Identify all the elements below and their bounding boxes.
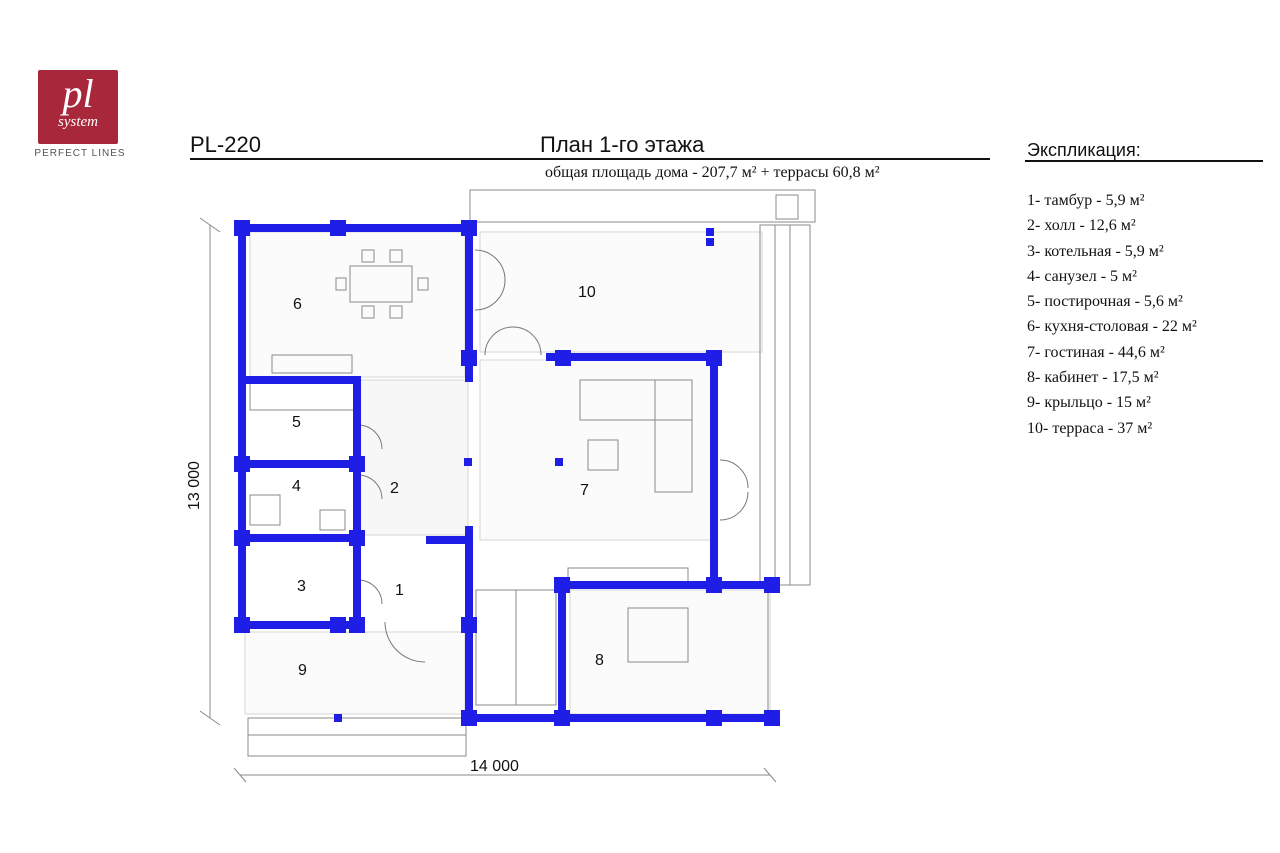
explication-item: 2- холл - 12,6 м² [1027, 217, 1136, 235]
doors [357, 249, 749, 663]
explication-item: 6- кухня-столовая - 22 м² [1027, 318, 1197, 336]
furniture [249, 249, 693, 706]
dimension-height: 13 000 [186, 461, 203, 510]
explication-list: 1- тамбур - 5,9 м² 2- холл - 12,6 м² 3- … [1027, 190, 1197, 443]
logo-tagline: PERFECT LINES [34, 148, 126, 159]
logo-word: system [58, 114, 98, 130]
explication-divider [1025, 160, 1263, 162]
floor-texture [244, 231, 771, 715]
explication-item: 10- терраса - 37 м² [1027, 419, 1153, 437]
explication-item: 3- котельная - 5,9 м² [1027, 242, 1164, 260]
dimension-lines [199, 217, 777, 783]
explication-item: 1- тамбур - 5,9 м² [1027, 192, 1145, 209]
dimension-width: 14 000 [470, 758, 519, 775]
room-label-3: 3 [297, 578, 306, 595]
project-code: PL-220 [190, 132, 261, 157]
explication-item: 8- кабинет - 17,5 м² [1027, 369, 1159, 387]
explication-title: Экспликация: [1027, 140, 1141, 160]
logo-mark: pl [62, 71, 94, 116]
room-label-9: 9 [298, 662, 307, 679]
explication-item: 5- постирочная - 5,6 м² [1027, 293, 1183, 311]
logo-badge [38, 70, 118, 144]
walls [238, 221, 779, 722]
room-label-6: 6 [293, 296, 302, 313]
room-label-2: 2 [390, 480, 399, 497]
room-label-1: 1 [395, 582, 404, 599]
room-label-4: 4 [292, 478, 301, 495]
log-joints [234, 220, 780, 726]
page-title: План 1-го этажа [540, 132, 705, 157]
title-divider [190, 158, 990, 160]
terrace-outline [247, 189, 816, 757]
explication-item: 7- гостиная - 44,6 м² [1027, 343, 1165, 361]
room-label-10: 10 [578, 284, 596, 301]
explication-item: 4- санузел - 5 м² [1027, 267, 1137, 285]
area-summary: общая площадь дома - 207,7 м² + террасы … [545, 164, 880, 181]
room-label-7: 7 [580, 482, 589, 499]
room-label-5: 5 [292, 414, 301, 431]
explication-item: 9- крыльцо - 15 м² [1027, 394, 1151, 412]
room-label-8: 8 [595, 652, 604, 669]
